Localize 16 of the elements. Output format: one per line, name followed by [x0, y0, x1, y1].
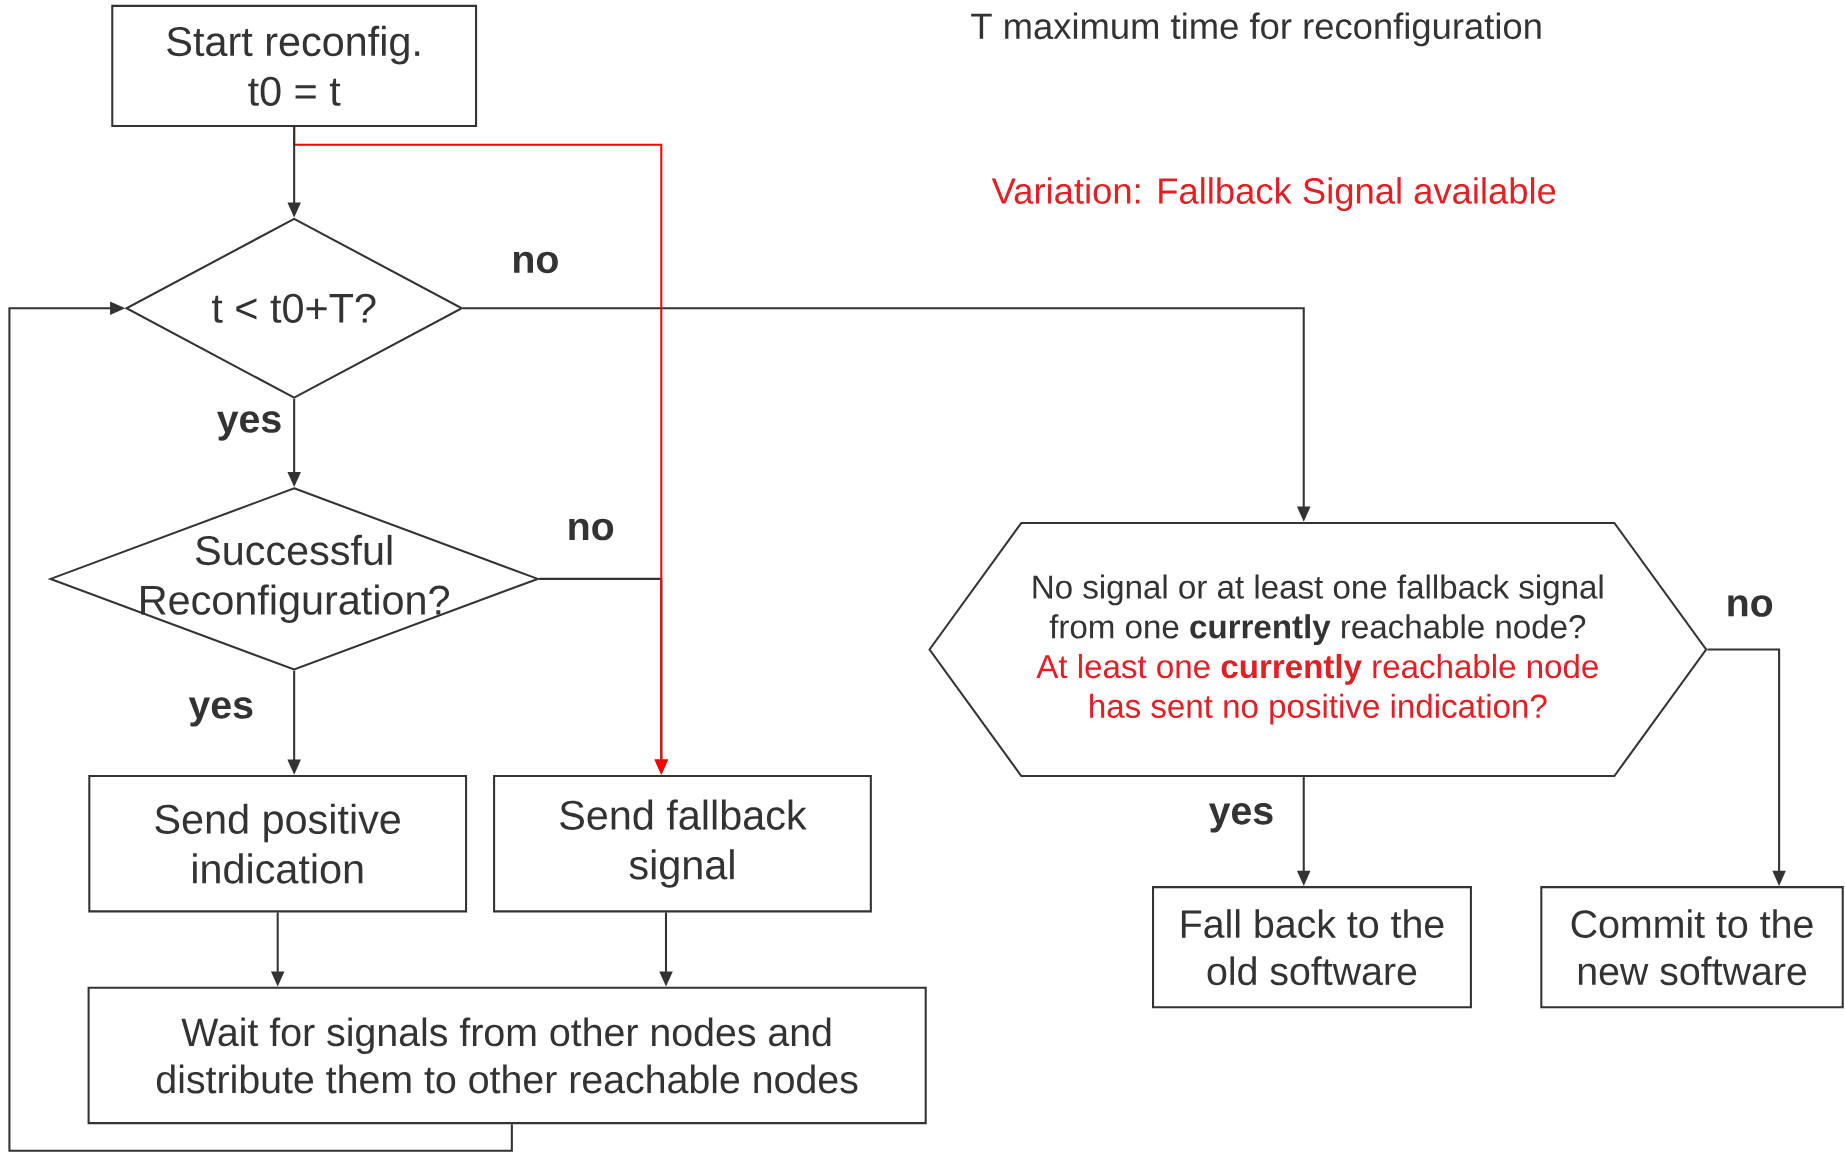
edge-label: yes [1204, 798, 1279, 837]
arrow [8, 301, 513, 1152]
process-box: Commit to the new software [1540, 885, 1844, 1009]
note-text: T maximum time for reconfiguration [971, 12, 1541, 47]
edge-label: no [507, 247, 564, 278]
variation-note: Variation: Fallback Signal available [991, 176, 1556, 211]
decision-hexagon: No signal or at least one fallback signal from one currently reachable node? At least one currently reachable node has sent no positive indication? [928, 521, 1708, 777]
process-box: Wait for signals from other nodes and distribute them to other reachable nodes [87, 986, 927, 1124]
edge-label: yes [212, 406, 287, 445]
edge-label: no [562, 514, 619, 545]
edge-label: yes [184, 692, 259, 731]
edge-label: no [1721, 590, 1778, 621]
process-box: Send fallback signal [493, 774, 872, 913]
process-box: Send positive indication [88, 774, 468, 913]
process-box: Fall back to the old software [1152, 885, 1472, 1009]
process-box: Start reconfig. t0 = t [111, 4, 478, 127]
